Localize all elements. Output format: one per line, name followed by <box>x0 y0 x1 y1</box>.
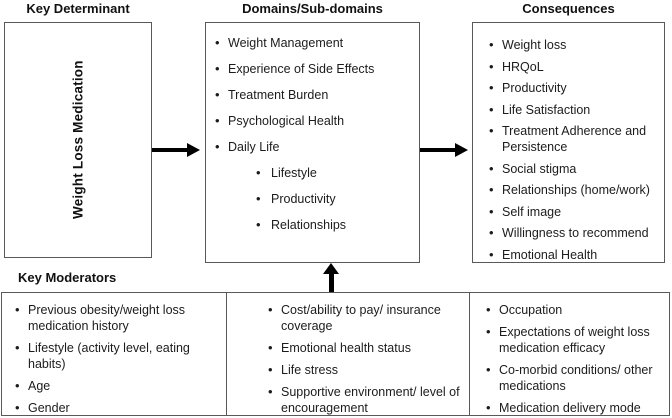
list-item: Age <box>15 378 220 394</box>
arrow-up-icon <box>323 263 339 292</box>
list-item: Emotional health status <box>268 340 465 356</box>
key-determinant-box: Weight Loss Medication <box>4 22 152 258</box>
domains-box: Weight Management Experience of Side Eff… <box>205 22 420 263</box>
moderators-column-3: Occupation Expectations of weight loss m… <box>469 293 669 415</box>
list-item: Previous obesity/weight loss medication … <box>15 302 220 334</box>
domains-title: Domains/Sub-domains <box>242 1 383 16</box>
arrow-shaft <box>152 148 189 152</box>
moderators-list-1: Previous obesity/weight loss medication … <box>2 293 226 416</box>
moderators-column-2: Cost/ability to pay/ insurance coverage … <box>226 293 469 415</box>
list-item: Productivity <box>489 80 662 96</box>
list-item: Expectations of weight loss medication e… <box>486 324 665 356</box>
moderators-column-1: Previous obesity/weight loss medication … <box>2 293 226 415</box>
list-item: Supportive environment/ level of encoura… <box>268 384 465 416</box>
list-item: Social stigma <box>489 161 662 177</box>
list-item: Gender <box>15 400 220 416</box>
list-item: Relationships (home/work) <box>489 182 662 198</box>
list-item: Experience of Side Effects <box>215 61 413 77</box>
list-item: Willingness to recommend <box>489 225 662 241</box>
consequences-title: Consequences <box>522 1 615 16</box>
list-item: Treatment Burden <box>215 87 413 103</box>
list-item: Lifestyle (activity level, eating habits… <box>15 340 220 372</box>
list-sub-item: Lifestyle <box>256 165 413 181</box>
arrow-shaft <box>329 272 334 292</box>
list-item: Psychological Health <box>215 113 413 129</box>
arrow-right-icon <box>152 143 200 157</box>
list-sub-item: Relationships <box>256 217 413 233</box>
list-item: Cost/ability to pay/ insurance coverage <box>268 302 465 334</box>
list-item: Self image <box>489 204 662 220</box>
moderators-list-2: Cost/ability to pay/ insurance coverage … <box>227 293 469 416</box>
list-item: Weight loss <box>489 37 662 53</box>
list-item: Occupation <box>486 302 665 318</box>
key-moderators-title: Key Moderators <box>18 270 117 285</box>
arrow-head <box>323 263 339 274</box>
consequences-list: Weight loss HRQoL Productivity Life Sati… <box>473 23 664 263</box>
arrow-head <box>455 143 468 157</box>
list-item: Co-morbid conditions/ other medications <box>486 362 665 394</box>
key-determinant-title: Key Determinant <box>26 1 130 16</box>
key-moderators-box: Previous obesity/weight loss medication … <box>1 292 670 416</box>
list-sub-item: Productivity <box>256 191 413 207</box>
key-determinant-label: Weight Loss Medication <box>70 60 86 220</box>
list-item: Medication delivery mode <box>486 400 665 416</box>
moderators-list-3: Occupation Expectations of weight loss m… <box>470 293 669 416</box>
list-item: Emotional Health <box>489 247 662 263</box>
list-item: HRQoL <box>489 59 662 75</box>
list-item: Life stress <box>268 362 465 378</box>
domains-list: Weight Management Experience of Side Eff… <box>206 23 419 233</box>
list-item: Daily Life <box>215 139 413 155</box>
arrow-right-icon <box>420 143 468 157</box>
list-item: Life Satisfaction <box>489 102 662 118</box>
consequences-box: Weight loss HRQoL Productivity Life Sati… <box>472 22 665 263</box>
list-item: Weight Management <box>215 35 413 51</box>
list-item: Treatment Adherence and Persistence <box>489 123 662 155</box>
arrow-shaft <box>420 148 457 152</box>
arrow-head <box>187 143 200 157</box>
